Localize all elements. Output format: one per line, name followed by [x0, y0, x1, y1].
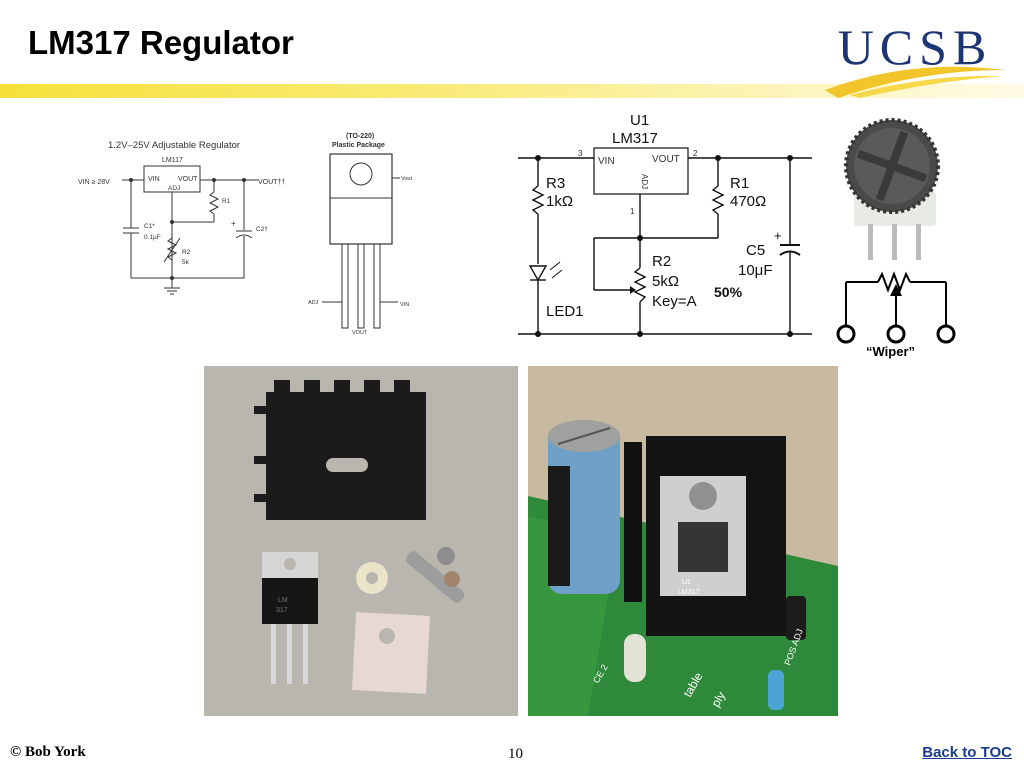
package-vout-tab: Vout	[401, 176, 412, 182]
to220-package-drawing: (TO-220) Plastic Package Vout ADJ VIN VO…	[308, 133, 412, 336]
datasheet-output-label: VOUT††	[258, 179, 285, 186]
datasheet-pin-vout: VOUT	[178, 176, 198, 183]
datasheet-c2: C2†	[256, 226, 268, 233]
circuit-part: LM317	[612, 130, 658, 147]
datasheet-input-label: VIN ≥ 28V	[78, 179, 110, 186]
datasheet-c1-value: 0.1μF	[144, 234, 161, 241]
circuit-pin-vin: VIN	[598, 156, 615, 167]
circuit-pin-adj: ADJ	[640, 174, 649, 189]
circuit-c5-name: C5	[746, 242, 765, 259]
kit-marking-1: LM	[278, 597, 288, 604]
circuit-r2-name: R2	[652, 253, 671, 270]
circuit-c5-plus: +	[774, 228, 782, 243]
back-to-toc-link[interactable]: Back to TOC	[922, 744, 1012, 761]
circuit-pin3: 3	[578, 149, 583, 158]
datasheet-c1-name: C1*	[144, 223, 155, 230]
datasheet-r1: R1	[222, 198, 231, 205]
circuit-pin-vout: VOUT	[652, 154, 680, 165]
circuit-led: LED1	[546, 303, 584, 320]
heatsink-kit-photo: LM 317	[204, 366, 518, 716]
datasheet-chip-label: LM117	[162, 157, 183, 164]
package-vout-label: VOUT	[352, 330, 368, 336]
circuit-pin2: 2	[693, 149, 698, 158]
board-marking-5: ply	[708, 689, 728, 709]
datasheet-pin-vin: VIN	[148, 176, 160, 183]
circuit-schematic: U1 LM317 VIN VOUT ADJ 3 2 1 R3 1kΩ LED1 …	[518, 112, 812, 337]
slide-title: LM317 Regulator	[28, 24, 294, 61]
datasheet-r2-name: R2	[182, 249, 191, 256]
circuit-r3-value: 1kΩ	[546, 193, 573, 210]
circuit-r3-name: R3	[546, 175, 565, 192]
circuit-u1: U1	[630, 112, 649, 129]
datasheet-r2-value: 5k	[182, 259, 190, 266]
board-assembly-photo: U1 LM317 POS ADJ table ply CE 2	[528, 366, 838, 716]
circuit-c5-value: 10μF	[738, 262, 773, 279]
package-adj-label: ADJ	[308, 300, 319, 306]
ucsb-logo: UCSB	[820, 18, 1010, 98]
circuit-r2-value: 5kΩ	[652, 273, 679, 290]
datasheet-pin-adj: ADJ	[168, 185, 180, 192]
circuit-r2-percent: 50%	[714, 284, 743, 300]
board-marking-2: LM317	[678, 589, 700, 596]
board-marking-1: U1	[682, 579, 691, 586]
package-title-line1: (TO-220)	[346, 133, 374, 140]
circuit-pin1: 1	[630, 207, 635, 216]
page-number: 10	[508, 746, 523, 762]
potentiometer-symbol	[836, 271, 956, 344]
circuit-r2-key: Key=A	[652, 293, 697, 310]
datasheet-schematic: 1.2V–25V Adjustable Regulator LM117 VIN …	[78, 140, 285, 295]
copyright-footer: © Bob York	[10, 744, 86, 760]
logo-swoosh-icon	[825, 66, 1005, 98]
title-underline-bar	[0, 84, 1024, 98]
trimpot-photo	[844, 118, 940, 260]
datasheet-title: 1.2V–25V Adjustable Regulator	[108, 140, 240, 151]
logo-text: UCSB	[837, 19, 993, 75]
circuit-r1-value: 470Ω	[730, 193, 766, 210]
circuit-r1-name: R1	[730, 175, 749, 192]
package-vin-label: VIN	[400, 302, 409, 308]
package-title-line2: Plastic Package	[332, 142, 385, 149]
wiper-label: “Wiper”	[866, 344, 915, 359]
svg-text:+: +	[231, 219, 236, 228]
kit-marking-2: 317	[276, 607, 288, 614]
